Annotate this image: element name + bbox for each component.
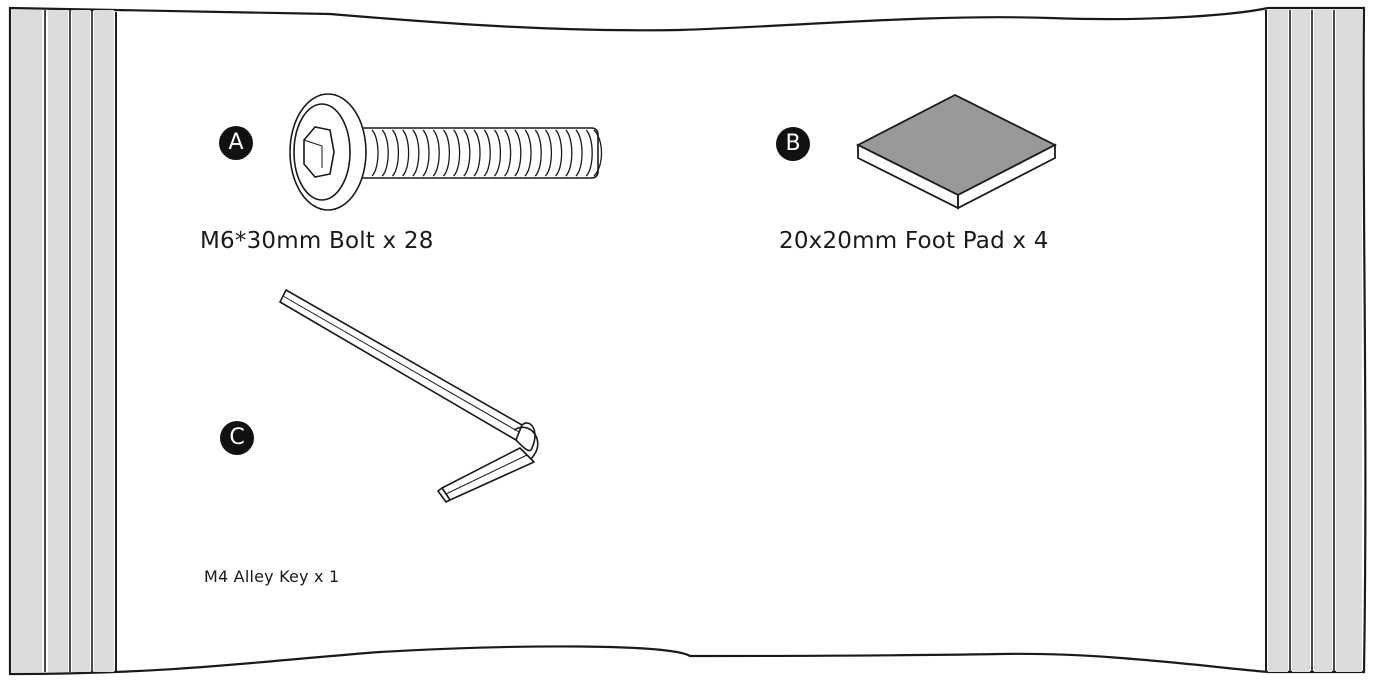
bolt-thread-ridge — [432, 129, 440, 177]
bolt-thread-ridge — [565, 129, 573, 177]
bolt-thread-ridge — [381, 129, 389, 177]
part-marker-b: B — [776, 127, 810, 161]
bolt-thread-ridge — [483, 129, 491, 177]
left-seal-stripes — [12, 10, 117, 672]
right-seal-stripes — [1265, 10, 1362, 672]
bolt-thread-ridge — [473, 129, 481, 177]
bolt-thread-ridge — [575, 129, 583, 177]
part-marker-a: A — [219, 126, 253, 160]
bolt-thread-ridge — [504, 129, 512, 177]
bolt-thread-ridge — [463, 129, 471, 177]
part-marker-c: C — [220, 421, 254, 455]
part-label-c: M4 Alley Key x 1 — [204, 567, 340, 586]
bolt-thread-ridge — [585, 129, 593, 177]
bolt-thread-ridge — [412, 129, 420, 177]
bolt-thread-ridge — [422, 129, 430, 177]
allen-key-icon — [279, 289, 539, 503]
part-label-b: 20x20mm Foot Pad x 4 — [779, 228, 1049, 254]
foot-pad-icon — [856, 93, 1057, 210]
bolt-thread-ridge — [391, 129, 400, 177]
bolt-thread-end — [593, 129, 603, 177]
bolt-thread-ridge — [402, 129, 410, 177]
bolt-thread-ridge — [453, 129, 461, 177]
part-label-a: M6*30mm Bolt x 28 — [200, 228, 434, 254]
bolt-thread-ridge — [514, 129, 522, 177]
bolt-thread-ridge — [442, 129, 451, 177]
bolt-thread-ridge — [371, 129, 379, 177]
bolt-thread-ridge — [534, 129, 542, 177]
bolt-icon — [289, 93, 603, 211]
bolt-thread-ridge — [493, 129, 502, 177]
bolt-thread-ridge — [555, 129, 563, 177]
bolt-thread-ridge — [524, 129, 532, 177]
bolt-thread-ridge — [544, 129, 553, 177]
